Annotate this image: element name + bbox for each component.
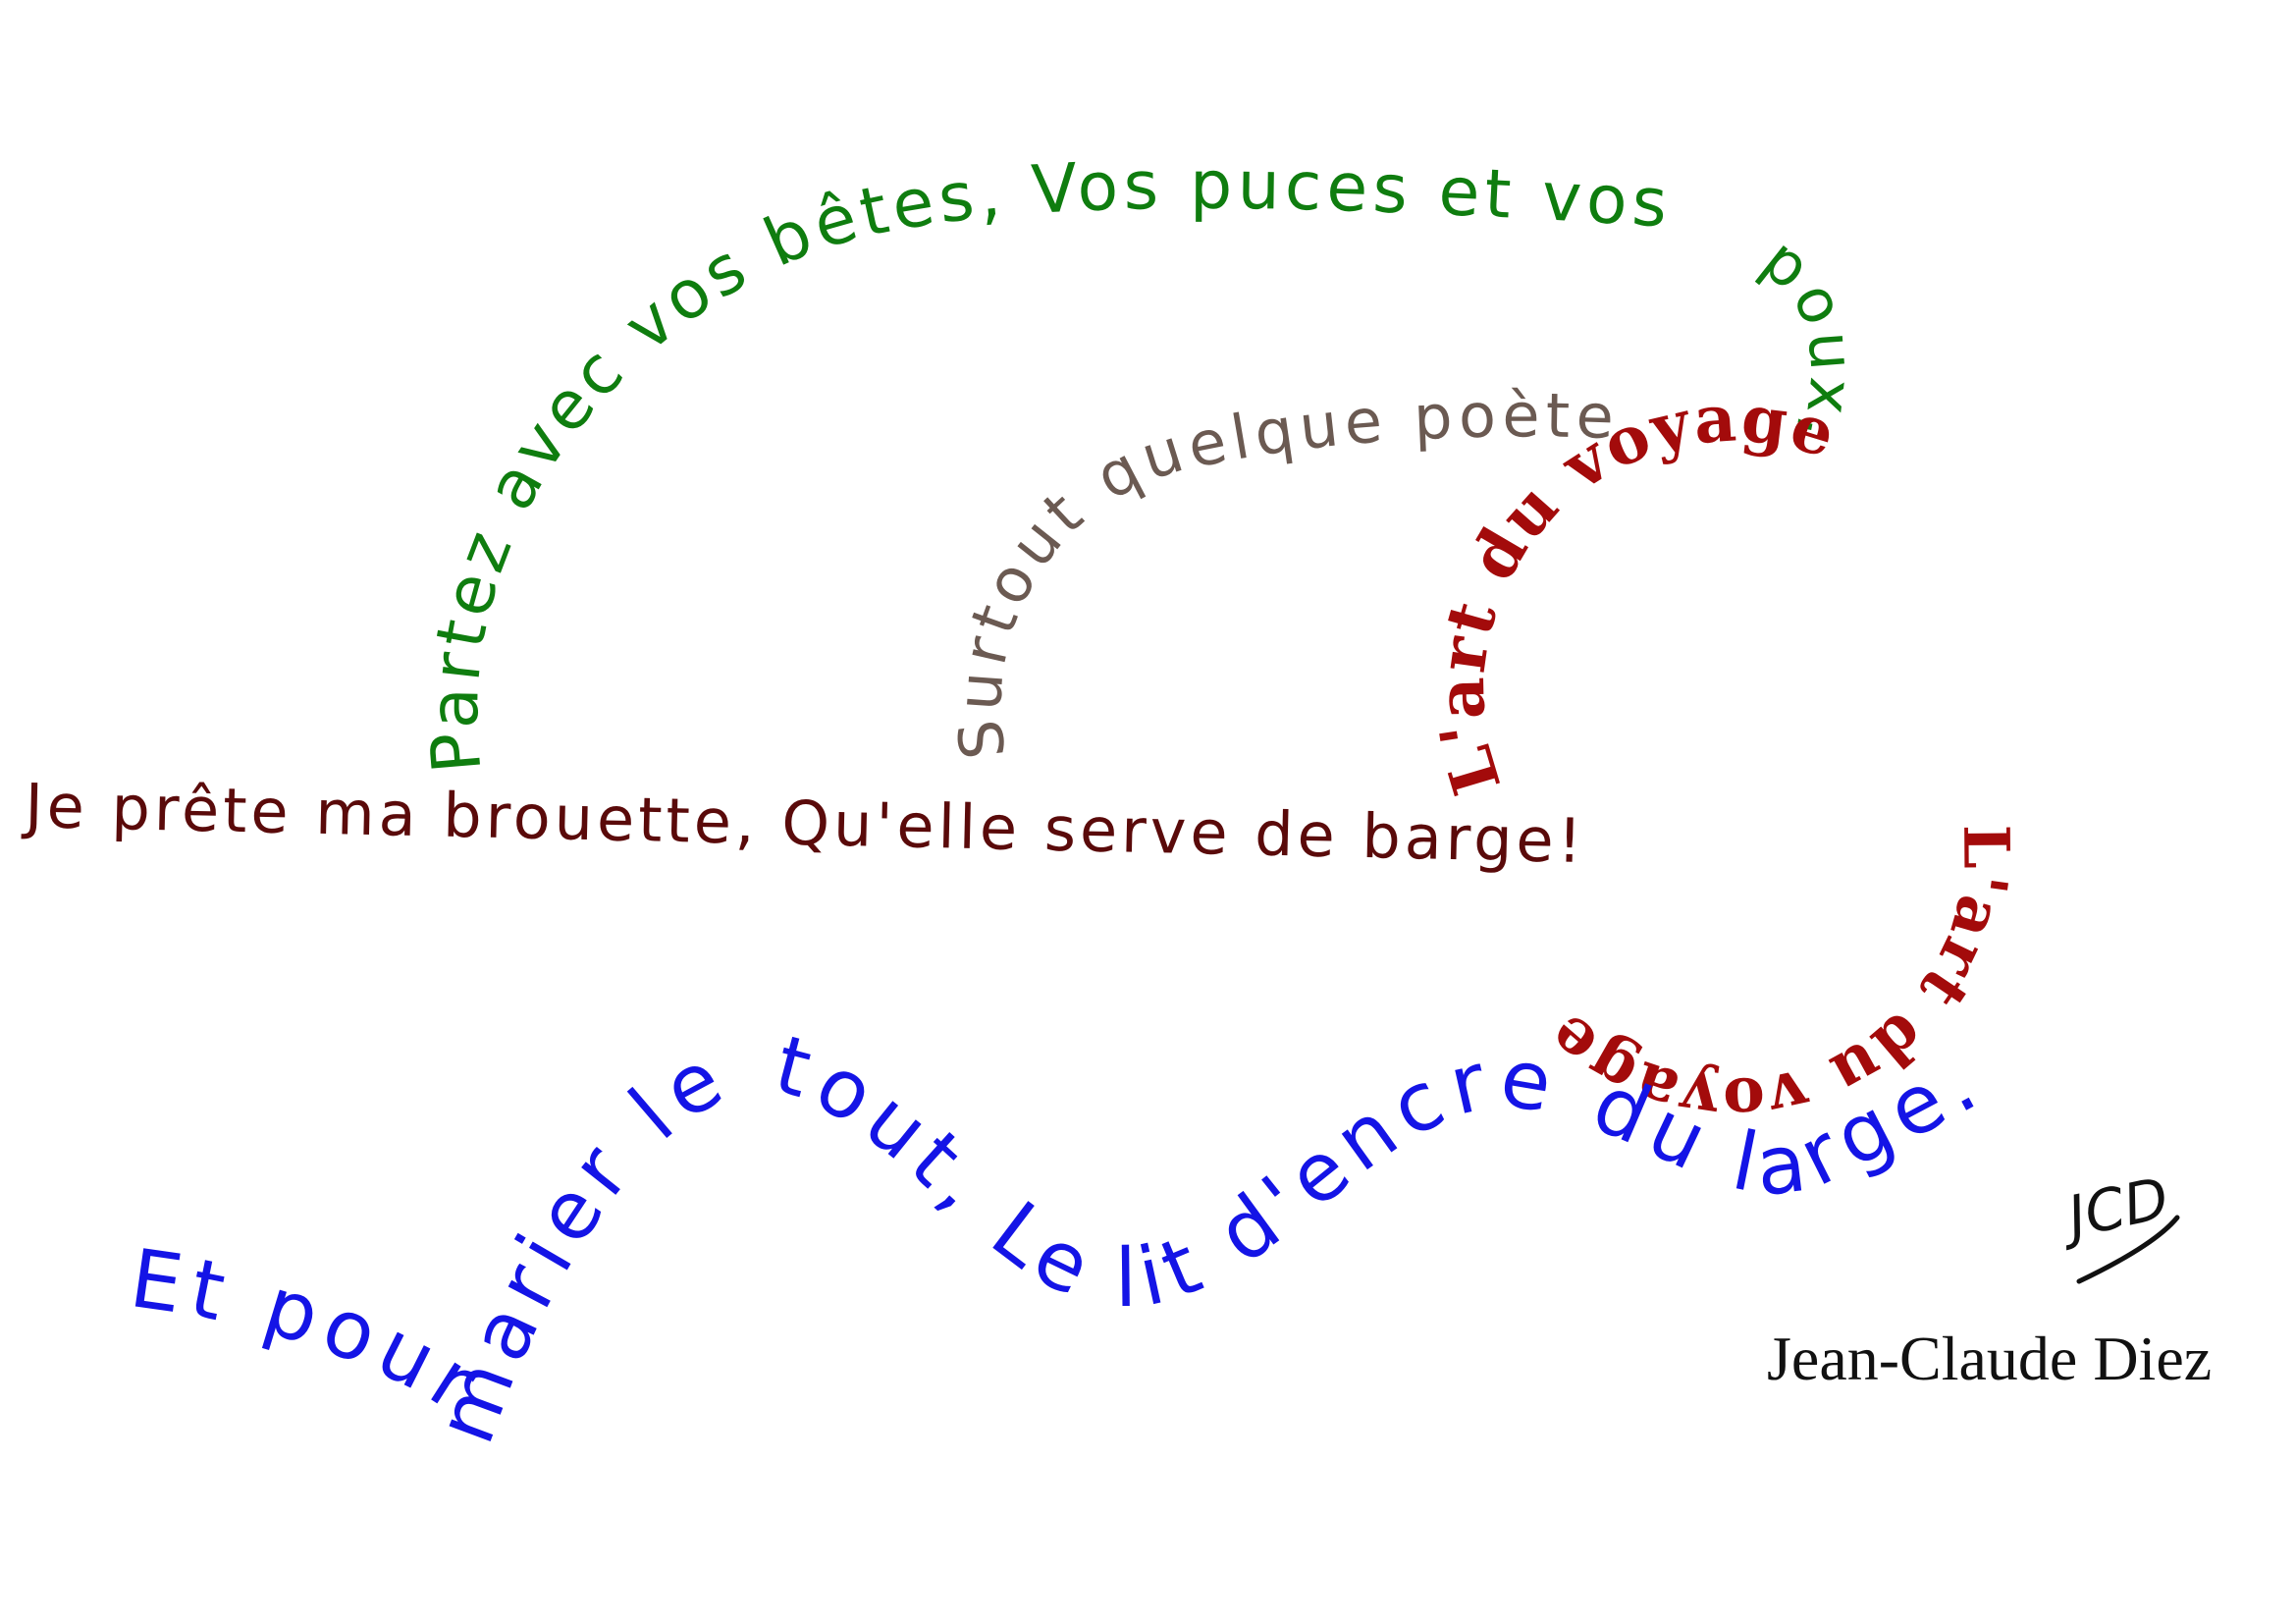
monogram-underline <box>2076 1215 2180 1284</box>
signature-monogram: JCD <box>2053 1164 2180 1284</box>
line-brouette: Je prête ma brouette, Qu'elle serve de b… <box>21 770 1587 877</box>
author-name: Jean-Claude Diez <box>1767 1324 2212 1393</box>
